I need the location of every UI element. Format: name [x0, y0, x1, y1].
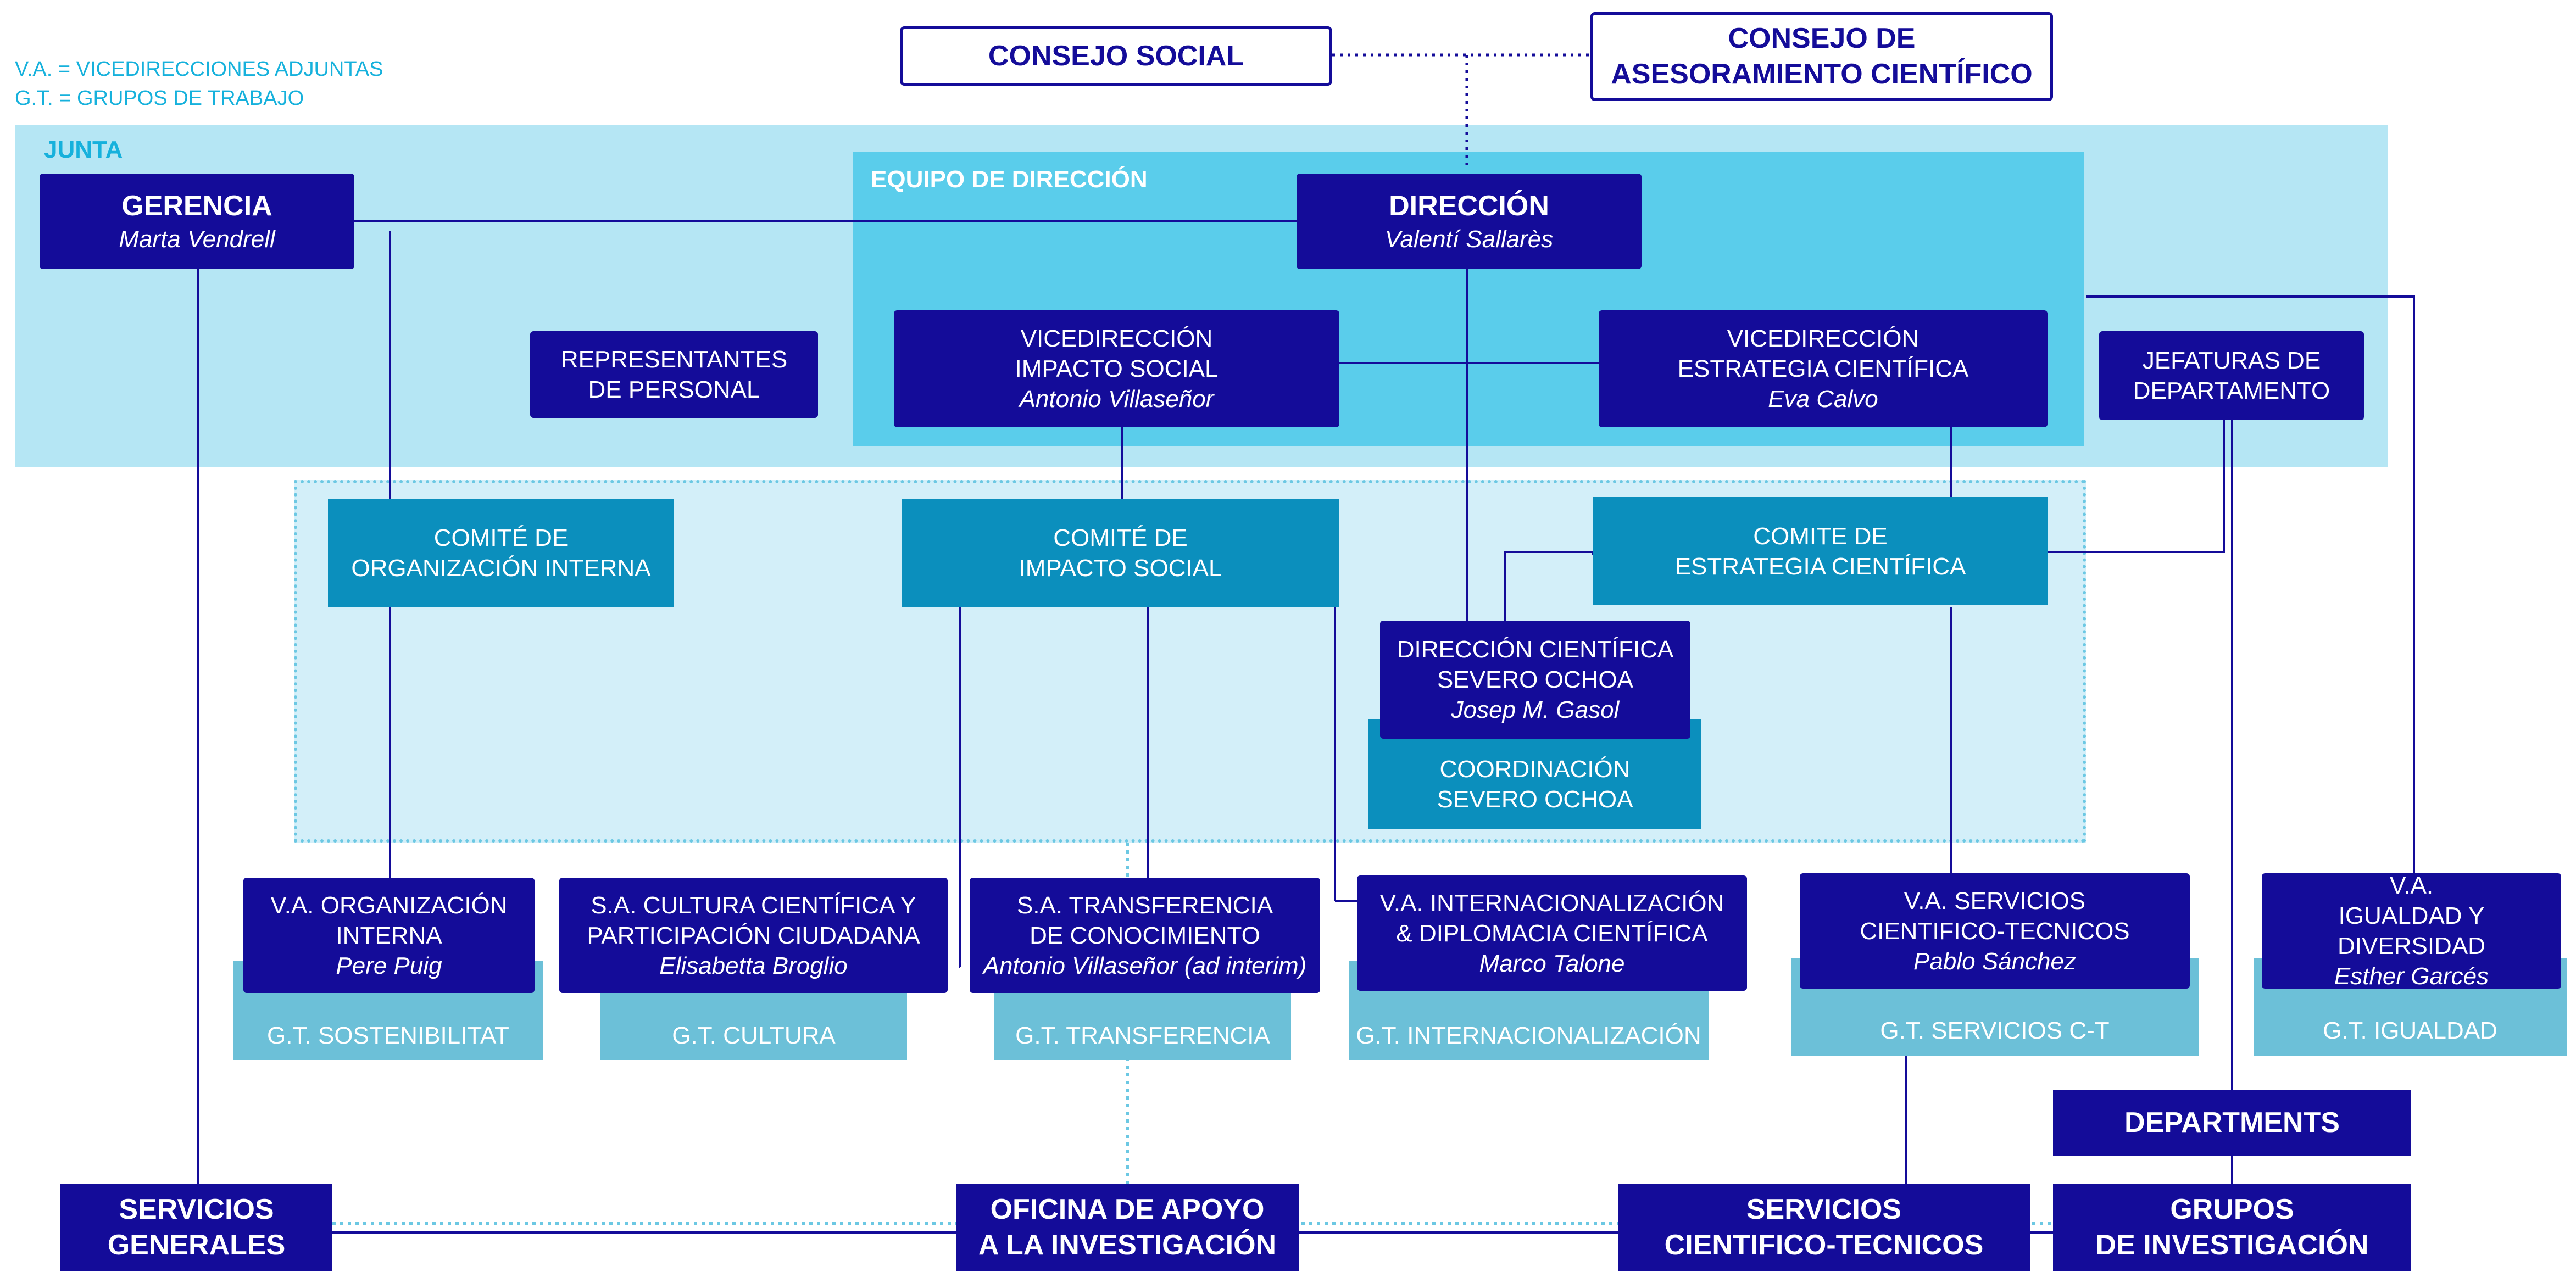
va-intern-box: V.A. INTERNACIONALIZACIÓN & DIPLOMACIA C… [1357, 875, 1747, 991]
equipo-label: EQUIPO DE DIRECCIÓN [871, 166, 1148, 193]
direccion-box: DIRECCIÓN Valentí Sallarès [1297, 174, 1642, 269]
vd-estrategia-line2: ESTRATEGIA CIENTÍFICA [1677, 355, 1969, 382]
va-igual-name: Esther Garcés [2334, 963, 2489, 990]
vd-impacto-line2: IMPACTO SOCIAL [1015, 355, 1219, 382]
legend-gt: G.T. = GRUPOS DE TRABAJO [15, 87, 304, 110]
representantes-line2: DE PERSONAL [588, 376, 760, 403]
va-igual-line2: IGUALDAD Y DIVERSIDAD [2338, 902, 2485, 960]
comite-org-line2: ORGANIZACIÓN INTERNA [351, 554, 651, 582]
representantes-box: REPRESENTANTES DE PERSONAL [530, 331, 818, 418]
gerencia-title: GERENCIA [121, 190, 272, 222]
comite-org-line1: COMITÉ DE [433, 524, 569, 551]
va-intern-line2: & DIPLOMACIA CIENTÍFICA [1396, 919, 1708, 947]
consejo-asesoramiento-box: CONSEJO DE ASESORAMIENTO CIENTÍFICO [1590, 12, 2053, 101]
vd-estrategia-name: Eva Calvo [1768, 386, 1878, 412]
grupos-box: GRUPOS DE INVESTIGACIÓN [2053, 1184, 2411, 1271]
departments-title: DEPARTMENTS [2124, 1106, 2340, 1139]
coordinacion-line2: SEVERO OCHOA [1437, 786, 1633, 813]
sa-transf-line2: DE CONOCIMIENTO [1030, 922, 1260, 949]
comite-org-box: COMITÉ DE ORGANIZACIÓN INTERNA [328, 499, 674, 607]
va-intern-name: Marco Talone [1479, 950, 1625, 977]
va-serv-name: Pablo Sánchez [1913, 947, 2076, 975]
vd-impacto-box: VICEDIRECCIÓN IMPACTO SOCIAL Antonio Vil… [894, 310, 1339, 427]
jefaturas-box: JEFATURAS DE DEPARTAMENTO [2099, 331, 2364, 420]
consejo-asesoramiento-line1: CONSEJO DE [1728, 23, 1916, 54]
oficina-apoyo-line2: A LA INVESTIGACIÓN [978, 1229, 1277, 1261]
sa-cultura-line1: S.A. CULTURA CIENTÍFICA Y [591, 891, 916, 919]
jefaturas-line2: DEPARTAMENTO [2133, 377, 2330, 404]
va-org-line2: INTERNA [336, 922, 442, 949]
dir-cientifica-box: DIRECCIÓN CIENTÍFICA SEVERO OCHOA Josep … [1380, 621, 1690, 739]
sa-cultura-name: Elisabetta Broglio [659, 952, 848, 979]
gerencia-box: GERENCIA Marta Vendrell [40, 174, 354, 269]
junta-label: JUNTA [44, 136, 123, 163]
vd-estrategia-line1: VICEDIRECCIÓN [1727, 325, 1920, 352]
sa-cultura-line2: PARTICIPACIÓN CIUDADANA [587, 922, 920, 949]
servicios-ct-box: SERVICIOS CIENTIFICO-TECNICOS [1618, 1184, 2030, 1271]
oficina-apoyo-line1: OFICINA DE APOYO [990, 1193, 1265, 1225]
dir-cientifica-name: Josep M. Gasol [1451, 696, 1620, 723]
comite-est-box: COMITE DE ESTRATEGIA CIENTÍFICA [1593, 497, 2048, 605]
consejo-social-box: CONSEJO SOCIAL [900, 26, 1332, 86]
oficina-apoyo-box: OFICINA DE APOYO A LA INVESTIGACIÓN [956, 1184, 1299, 1271]
comite-est-line2: ESTRATEGIA CIENTÍFICA [1674, 553, 1966, 580]
dir-cientifica-line2: SEVERO OCHOA [1437, 666, 1633, 693]
vd-impacto-name: Antonio Villaseñor [1019, 386, 1214, 412]
comite-imp-line1: COMITÉ DE [1053, 524, 1188, 551]
va-serv-line2: CIENTIFICO-TECNICOS [1860, 917, 2130, 945]
representantes-line1: REPRESENTANTES [560, 346, 788, 373]
legend-va: V.A. = VICEDIRECCIONES ADJUNTAS [15, 58, 383, 81]
gerencia-name: Marta Vendrell [119, 226, 275, 253]
comite-imp-line2: IMPACTO SOCIAL [1019, 554, 1222, 582]
servicios-ct-line2: CIENTIFICO-TECNICOS [1664, 1229, 1984, 1261]
servicios-generales-box: SERVICIOS GENERALES [60, 1184, 332, 1271]
dir-cientifica-line1: DIRECCIÓN CIENTÍFICA [1397, 636, 1674, 663]
grupos-line2: DE INVESTIGACIÓN [2095, 1229, 2369, 1261]
direccion-title: DIRECCIÓN [1389, 190, 1549, 222]
grupos-line1: GRUPOS [2170, 1193, 2294, 1225]
servicios-ct-line1: SERVICIOS [1746, 1193, 1902, 1225]
va-org-box: V.A. ORGANIZACIÓN INTERNA Pere Puig [243, 878, 535, 993]
departments-box: DEPARTMENTS [2053, 1090, 2411, 1156]
va-intern-line1: V.A. INTERNACIONALIZACIÓN [1379, 889, 1724, 917]
sa-transf-line1: S.A. TRANSFERENCIA [1016, 891, 1273, 919]
comite-imp-box: COMITÉ DE IMPACTO SOCIAL [902, 499, 1339, 607]
sa-transf-box: S.A. TRANSFERENCIA DE CONOCIMIENTO Anton… [970, 878, 1320, 993]
va-igual-box: V.A. IGUALDAD Y DIVERSIDAD Esther Garcés [2262, 872, 2561, 990]
servicios-generales-line2: GENERALES [107, 1229, 286, 1261]
direccion-name: Valentí Sallarès [1384, 226, 1554, 253]
coordinacion-line1: COORDINACIÓN [1439, 756, 1631, 783]
jefaturas-line1: JEFATURAS DE [2142, 347, 2321, 374]
va-org-line1: V.A. ORGANIZACIÓN [270, 891, 508, 919]
consejo-social-title: CONSEJO SOCIAL [988, 40, 1244, 72]
va-igual-line1: V.A. [2389, 872, 2434, 899]
vd-impacto-line1: VICEDIRECCIÓN [1020, 325, 1213, 352]
servicios-generales-line1: SERVICIOS [119, 1193, 274, 1225]
sa-transf-name: Antonio Villaseñor (ad interim) [983, 952, 1307, 979]
legend: V.A. = VICEDIRECCIONES ADJUNTAS G.T. = G… [15, 55, 383, 113]
vd-estrategia-box: VICEDIRECCIÓN ESTRATEGIA CIENTÍFICA Eva … [1599, 310, 2048, 427]
va-serv-line1: V.A. SERVICIOS [1904, 887, 2086, 914]
va-org-name: Pere Puig [336, 952, 442, 979]
sa-cultura-box: S.A. CULTURA CIENTÍFICA Y PARTICIPACIÓN … [559, 878, 948, 993]
comite-est-line1: COMITE DE [1753, 522, 1888, 550]
consejo-asesoramiento-line2: ASESORAMIENTO CIENTÍFICO [1611, 58, 2033, 90]
va-serv-box: V.A. SERVICIOS CIENTIFICO-TECNICOS Pablo… [1800, 873, 2190, 989]
